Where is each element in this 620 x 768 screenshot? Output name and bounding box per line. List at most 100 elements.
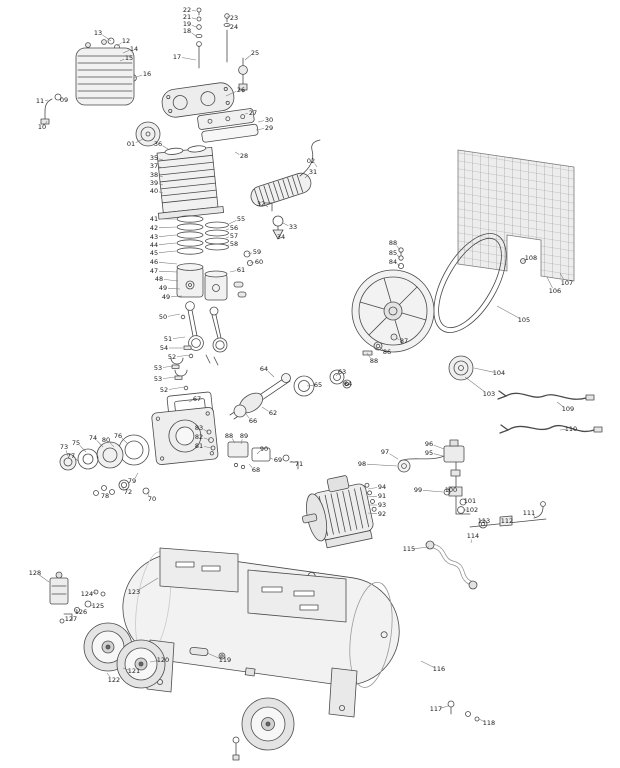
- callout-leader: [167, 313, 181, 317]
- part-callout-56: 56: [230, 224, 238, 232]
- part-callout-15: 15: [125, 54, 133, 62]
- callout-leader: [158, 234, 177, 237]
- callout-leader: [367, 495, 378, 498]
- part-callout-11: 11: [36, 97, 44, 105]
- callout-leader: [170, 295, 183, 298]
- part-callout-18: 18: [183, 27, 191, 35]
- part-callout-23: 23: [230, 14, 238, 22]
- callout-leader: [188, 399, 193, 403]
- callout-leader: [39, 574, 50, 583]
- part-callout-126: 126: [75, 608, 87, 616]
- callout-leader: [422, 490, 444, 493]
- callout-leader: [440, 705, 449, 709]
- callout-leader: [133, 74, 143, 79]
- part-callout-17: 17: [173, 53, 181, 61]
- part-callout-79: 79: [128, 477, 136, 485]
- part-callout-96: 96: [425, 440, 433, 448]
- callout-leader: [44, 120, 48, 125]
- crankcase: [151, 407, 219, 466]
- check-valve-pipes: [469, 501, 547, 529]
- part-callout-87: 87: [400, 337, 408, 345]
- cylinder-head: [161, 82, 235, 118]
- callout-leader: [203, 437, 211, 441]
- callout-leader: [134, 472, 139, 479]
- callout-leader: [158, 270, 178, 273]
- part-callout-35: 35: [150, 154, 158, 162]
- part-callout-46: 46: [150, 258, 158, 266]
- filter-fittings: [263, 202, 284, 240]
- part-callout-37: 37: [150, 162, 158, 170]
- pistons: [176, 263, 247, 301]
- part-callout-42: 42: [150, 224, 158, 232]
- part-callout-53: 53: [154, 364, 162, 372]
- part-callout-24: 24: [230, 23, 238, 31]
- callout-leader: [496, 305, 520, 319]
- part-callout-19: 19: [183, 20, 191, 28]
- callout-leader: [559, 272, 565, 281]
- callout-leader: [247, 252, 253, 255]
- head-bolt-icons: [195, 7, 231, 69]
- part-callout-120: 120: [157, 656, 169, 664]
- callout-leader: [314, 163, 318, 168]
- part-callout-71: 71: [295, 460, 303, 468]
- part-callout-108: 108: [525, 254, 537, 262]
- callout-leader: [163, 279, 179, 282]
- part-callout-78: 78: [101, 492, 109, 500]
- part-callout-75: 75: [72, 439, 80, 447]
- callout-leader: [396, 254, 401, 259]
- part-callout-58: 58: [230, 240, 238, 248]
- part-callout-100: 100: [445, 486, 457, 494]
- callout-leader: [65, 450, 69, 457]
- callout-leader: [244, 113, 249, 115]
- callout-leader: [226, 15, 230, 18]
- callout-leader: [96, 440, 104, 448]
- part-callout-103: 103: [483, 390, 495, 398]
- part-callout-105: 105: [518, 316, 530, 324]
- part-callout-117: 117: [430, 705, 442, 713]
- callout-leader: [397, 263, 401, 267]
- part-callout-62: 62: [269, 409, 277, 417]
- bottom-fasteners: [447, 700, 480, 722]
- part-callout-119: 119: [219, 656, 231, 664]
- part-callout-99: 99: [414, 486, 422, 494]
- part-callout-76: 76: [114, 432, 122, 440]
- part-callout-12: 12: [122, 37, 130, 45]
- callout-leader: [261, 406, 269, 412]
- part-callout-21: 21: [183, 13, 191, 21]
- unloader-tube: [40, 93, 62, 125]
- part-callout-95: 95: [425, 449, 433, 457]
- callout-leader: [367, 487, 378, 490]
- callout-leader: [162, 365, 174, 368]
- guard-bolt-icon: [520, 258, 526, 264]
- callout-leader: [191, 17, 197, 20]
- callout-leader: [158, 175, 164, 178]
- callout-leader: [146, 491, 150, 497]
- callout-leader: [413, 546, 430, 549]
- part-callout-16: 16: [143, 70, 151, 78]
- callout-leader: [191, 10, 197, 12]
- part-callout-65: 65: [314, 381, 322, 389]
- part-callout-85: 85: [389, 249, 397, 257]
- part-callout-127: 127: [65, 615, 77, 623]
- part-callout-10: 10: [38, 123, 46, 131]
- callout-leader: [433, 444, 445, 450]
- bearings: [293, 369, 352, 397]
- part-callout-94: 94: [378, 483, 386, 491]
- part-callout-52: 52: [160, 386, 168, 394]
- callout-leader: [366, 463, 398, 467]
- callout-leader: [121, 438, 129, 445]
- part-callout-63: 63: [338, 368, 346, 376]
- callout-leader: [367, 512, 378, 515]
- callout-leader: [225, 244, 230, 247]
- head-gasket: [201, 123, 259, 143]
- callout-leader: [203, 446, 213, 449]
- callout-leader: [335, 373, 339, 377]
- callout-leader: [225, 228, 230, 231]
- drive-belt: [433, 233, 507, 333]
- callout-leader: [102, 34, 112, 42]
- callout-leader: [226, 24, 230, 27]
- callout-leader: [203, 429, 209, 433]
- connecting-rods: [170, 301, 228, 391]
- part-callout-31: 31: [309, 168, 317, 176]
